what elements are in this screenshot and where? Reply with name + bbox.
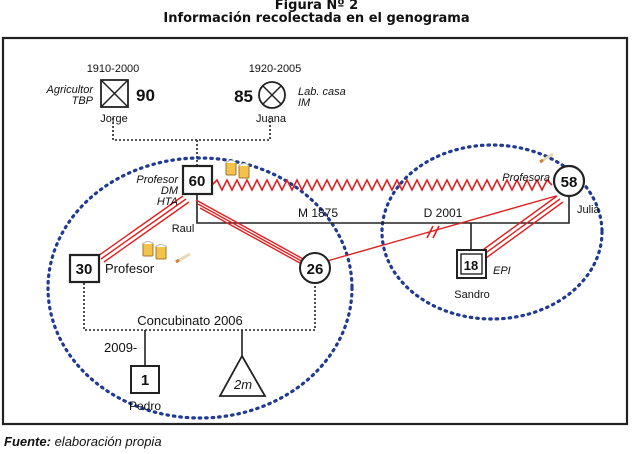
divorce-slashes bbox=[426, 225, 440, 239]
julia-name: Julia bbox=[577, 204, 601, 216]
marriage-label: M 1875 bbox=[298, 206, 338, 220]
marriage-line bbox=[196, 194, 570, 224]
raul-name: Raul bbox=[172, 223, 195, 235]
julia-circle bbox=[552, 164, 586, 198]
juana-note-health: IM bbox=[298, 97, 311, 109]
pedro-name: Pedro bbox=[129, 399, 161, 413]
raul-note-occupation: Profesor bbox=[136, 174, 179, 186]
woman26-age: 26 bbox=[307, 261, 324, 278]
household-circle-left bbox=[46, 156, 354, 420]
pedro-age: 1 bbox=[141, 372, 149, 389]
jorge-note-occupation: Agricultor bbox=[46, 84, 95, 96]
cigarette-icon bbox=[539, 152, 554, 164]
juana-years: 1920-2005 bbox=[249, 63, 302, 75]
raul-note-dm: DM bbox=[161, 185, 179, 197]
raul-age: 60 bbox=[189, 173, 206, 190]
juana-note-occupation: Lab. casa bbox=[298, 86, 346, 98]
man30-age: 30 bbox=[76, 261, 93, 278]
triple-line-raul-man30 bbox=[97, 195, 190, 263]
jorge-deceased-square bbox=[100, 79, 129, 108]
julia-note-occupation: Profesora bbox=[502, 172, 550, 184]
cigarette-icon bbox=[175, 252, 191, 264]
jorge-years: 1910-2000 bbox=[87, 63, 140, 75]
figure-label: Figura Nº 2 bbox=[274, 0, 359, 13]
jorge-age: 90 bbox=[136, 86, 155, 105]
sandro-note-health: EPI bbox=[493, 265, 511, 277]
raul-square bbox=[181, 164, 214, 196]
source-note: Fuente: elaboración propia bbox=[4, 434, 162, 449]
triple-line-raul-woman26 bbox=[195, 199, 310, 269]
source-label: Fuente: bbox=[4, 434, 51, 449]
raul-note-hta: HTA bbox=[157, 196, 178, 208]
cohabitation-label: Concubinato 2006 bbox=[137, 313, 243, 328]
juana-deceased-circle bbox=[258, 81, 286, 109]
since-label: 2009- bbox=[104, 340, 137, 355]
household-circle-right bbox=[380, 143, 604, 321]
pregnancy-triangle bbox=[218, 354, 267, 397]
divorce-label: D 2001 bbox=[424, 206, 463, 220]
triple-line-julia-sandro bbox=[479, 195, 564, 259]
man30-note-occupation: Profesor bbox=[105, 261, 155, 276]
beer-mugs-icon bbox=[225, 160, 250, 179]
source-text: elaboración propia bbox=[54, 434, 162, 449]
sandro-age: 18 bbox=[464, 258, 478, 273]
grandparents-union-line bbox=[112, 118, 271, 141]
julia-age: 58 bbox=[561, 174, 578, 191]
sandro-square-inner bbox=[460, 253, 483, 275]
juana-age: 85 bbox=[234, 87, 253, 106]
jorge-note-health: TBP bbox=[72, 95, 94, 107]
sandro-name: Sandro bbox=[454, 289, 489, 301]
conflict-line-woman26-julia bbox=[326, 195, 557, 262]
juana-name: Juana bbox=[256, 113, 287, 125]
cohabitation-line bbox=[83, 283, 316, 331]
diagram-frame bbox=[1, 36, 629, 426]
jorge-name: Jorge bbox=[100, 113, 128, 125]
pedro-square bbox=[130, 365, 160, 394]
conflict-zigzag-line bbox=[211, 178, 553, 192]
figure-title: Información recolectada en el genograma bbox=[163, 11, 470, 26]
man30-square bbox=[68, 253, 101, 284]
pregnancy-label: 2m bbox=[233, 377, 252, 392]
woman26-circle bbox=[299, 252, 331, 284]
beer-mugs-icon bbox=[142, 241, 167, 260]
